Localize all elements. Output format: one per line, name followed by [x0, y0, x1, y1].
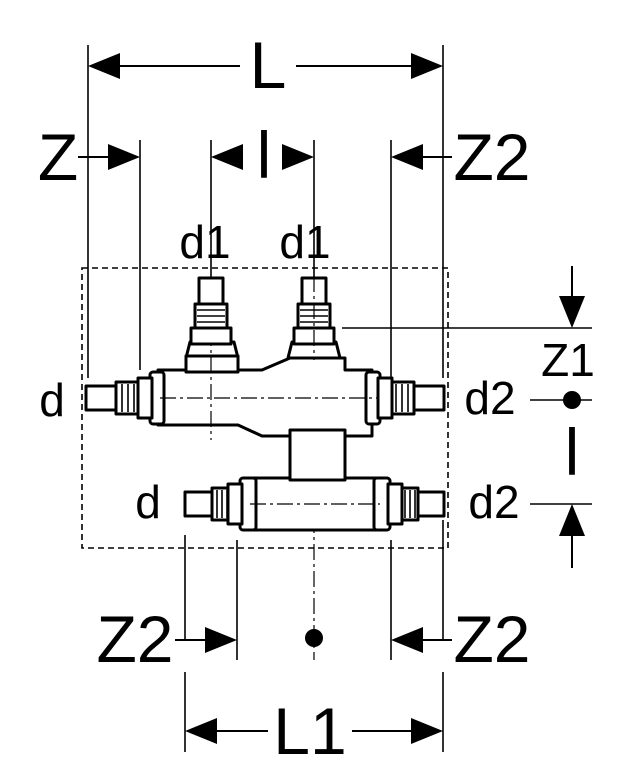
dimension-Z2-bottom-right: Z2 — [391, 602, 531, 676]
label-Z2-bottom-right: Z2 — [453, 602, 530, 676]
label-d-lower: d — [135, 476, 161, 528]
label-d1-right: d1 — [279, 216, 330, 268]
dimension-Z: Z — [38, 120, 140, 194]
label-d-upper: d — [39, 374, 65, 426]
label-Z2-top: Z2 — [453, 120, 530, 194]
pipe-end-top-left — [189, 276, 233, 346]
dimension-Z2-bottom-left: Z2 — [96, 602, 237, 676]
dimension-L: L — [88, 28, 443, 102]
label-L1: L1 — [273, 694, 346, 768]
dimension-Z1-right: Z1 — [541, 266, 595, 409]
label-L: L — [250, 28, 287, 102]
dimension-L1: L1 — [185, 694, 443, 768]
pipe-end-upper-right — [376, 376, 446, 420]
extension-lines — [87, 45, 592, 752]
pipe-end-lower-left — [183, 482, 244, 526]
label-d2-upper: d2 — [464, 372, 515, 424]
manifold-body — [148, 276, 392, 532]
label-d2-lower: d2 — [468, 476, 519, 528]
label-Z2-bottom-left: Z2 — [96, 602, 173, 676]
dimension-l-right: l — [559, 415, 585, 568]
center-mark-bottom — [305, 629, 323, 647]
label-l-right: l — [565, 415, 580, 489]
center-mark-right — [563, 391, 581, 409]
label-d1-left: d1 — [179, 216, 230, 268]
label-l-top: l — [257, 118, 272, 192]
dimension-l-top: l — [211, 118, 314, 192]
pipe-end-lower-right — [386, 482, 446, 526]
dimension-Z2-top: Z2 — [391, 120, 531, 194]
label-Z1: Z1 — [541, 334, 595, 386]
dashed-envelope — [81, 267, 449, 549]
pipe-end-upper-left — [84, 376, 154, 420]
label-Z: Z — [38, 120, 78, 194]
